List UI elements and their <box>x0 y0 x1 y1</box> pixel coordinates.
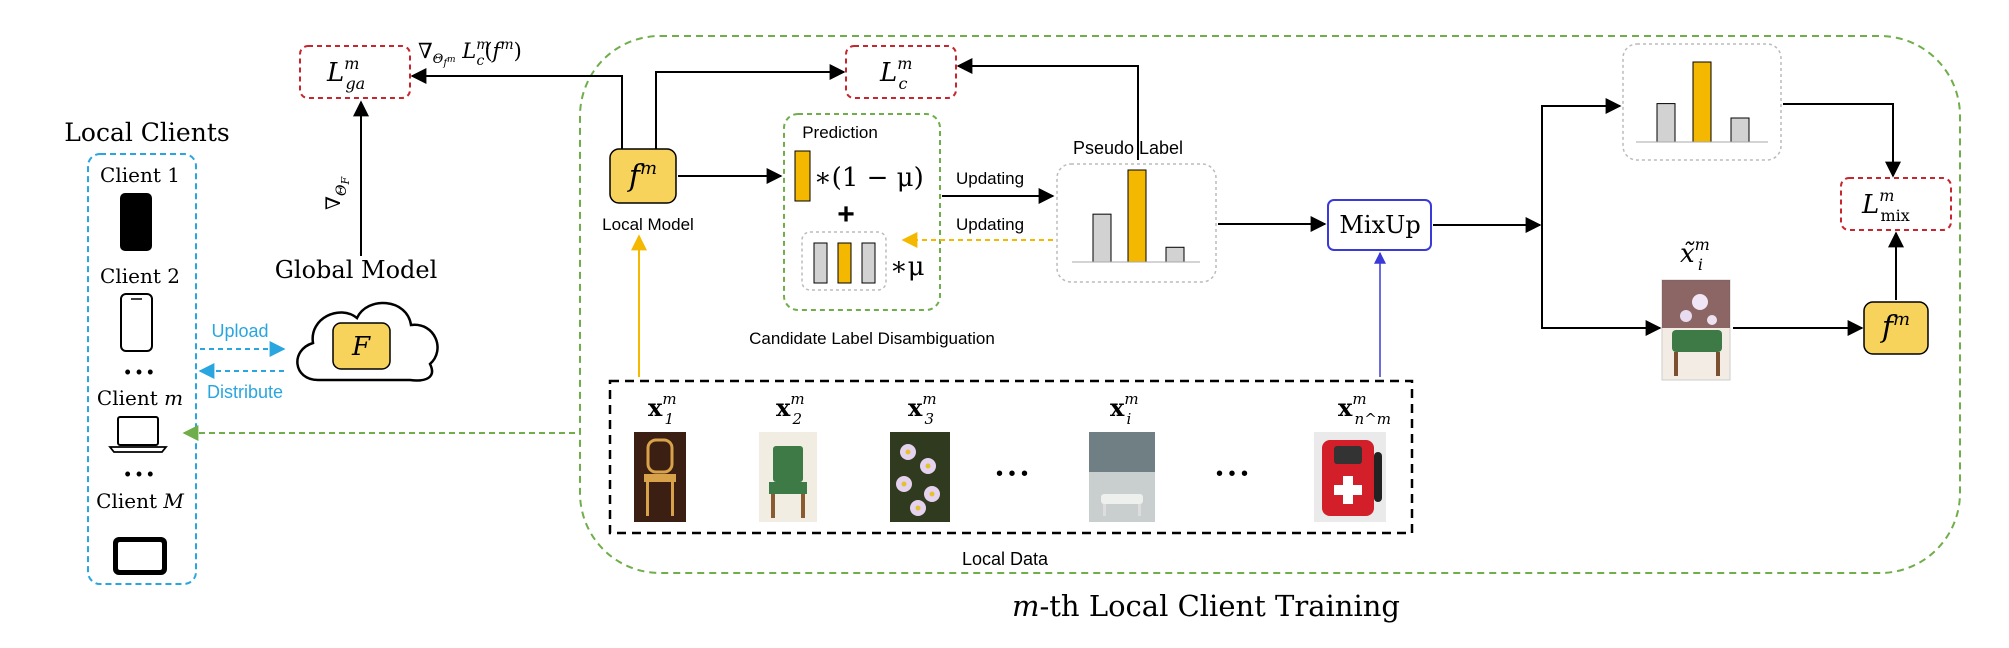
history-weight: ∗μ <box>890 252 925 282</box>
updating-bottom-label: Updating <box>956 215 1024 234</box>
disambiguation-caption: Candidate Label Disambiguation <box>749 329 995 348</box>
mixed-label-to-lmix-arrow <box>1783 103 1901 178</box>
data-sample-image-bag <box>1314 432 1386 522</box>
prediction-weight: ∗(1 − μ) <box>814 163 924 193</box>
history-bar <box>861 242 876 284</box>
local-clients-box <box>87 153 197 585</box>
mixup-to-mixed-sample-arrow <box>1541 225 1662 336</box>
global-model-symbol: F <box>351 332 371 362</box>
mixed-label-bar <box>1656 103 1676 143</box>
prediction-label: Prediction <box>802 123 878 142</box>
tablet-icon <box>113 537 167 575</box>
global-model-box <box>332 322 391 370</box>
grad-theta-F-label: ∇ΘF <box>321 177 352 210</box>
pseudo-to-lc-arrow <box>956 58 1139 160</box>
local-data-caption: Local Data <box>962 549 1049 569</box>
data-sample-image-chair-green <box>759 432 817 522</box>
client-1-label: Client 1 <box>100 163 180 187</box>
plus-sign: + <box>837 198 855 231</box>
phone-outline-icon <box>120 293 153 352</box>
pseudo-label-bar <box>1165 246 1185 263</box>
local-clients-title: Local Clients <box>64 118 229 147</box>
mixed-label-bar <box>1730 117 1750 143</box>
history-bar <box>837 242 852 284</box>
prediction-bar <box>794 150 811 202</box>
laptop-icon <box>108 416 168 453</box>
loss-ga-box <box>299 45 411 99</box>
pseudo-label-bars <box>1072 169 1200 263</box>
mixup-box <box>1327 199 1432 251</box>
data-sample-image-chair-wood <box>634 432 686 522</box>
mixup-label: MixUp <box>1339 211 1420 239</box>
pseudo-label-title: Pseudo Label <box>1073 138 1183 158</box>
mixed-label-bar <box>1692 61 1712 143</box>
loss-c-box <box>845 45 957 99</box>
distribute-label: Distribute <box>207 382 283 402</box>
client-2-label: Client 2 <box>100 264 180 288</box>
clients-ellipsis-1: • • • <box>125 362 154 382</box>
local-to-lga-arrow <box>410 68 623 160</box>
updating-top-label: Updating <box>956 169 1024 188</box>
clients-ellipsis-2: • • • <box>125 464 154 484</box>
data-sample-image-flowers <box>890 432 950 522</box>
phone-icon <box>120 193 152 251</box>
client-m-label: Client m <box>97 386 183 410</box>
data-ellipsis-1: • • • <box>996 463 1028 485</box>
pseudo-label-bar <box>1127 169 1147 263</box>
local-data-box <box>608 379 1414 535</box>
client-M-label: Client M <box>96 489 184 513</box>
local-model-caption: Local Model <box>602 215 694 234</box>
local-model-2-box <box>1863 301 1929 355</box>
data-ellipsis-2: • • • <box>1216 463 1248 485</box>
global-model-title: Global Model <box>275 256 438 284</box>
local-to-lc-arrow <box>655 64 846 160</box>
mixed-label-bars <box>1636 61 1768 143</box>
history-bar <box>813 242 828 284</box>
upload-label: Upload <box>211 321 268 341</box>
data-sample-image-bench <box>1089 432 1155 522</box>
mixed-sample-image <box>1661 279 1731 381</box>
loss-mix-box <box>1840 177 1952 231</box>
mixup-to-mixed-label-arrow <box>1541 98 1622 225</box>
client-training-title: m-th Local Client Training <box>1012 589 1400 623</box>
history-bars <box>813 242 876 284</box>
pseudo-label-bar <box>1092 213 1112 263</box>
local-model-box <box>609 148 677 204</box>
